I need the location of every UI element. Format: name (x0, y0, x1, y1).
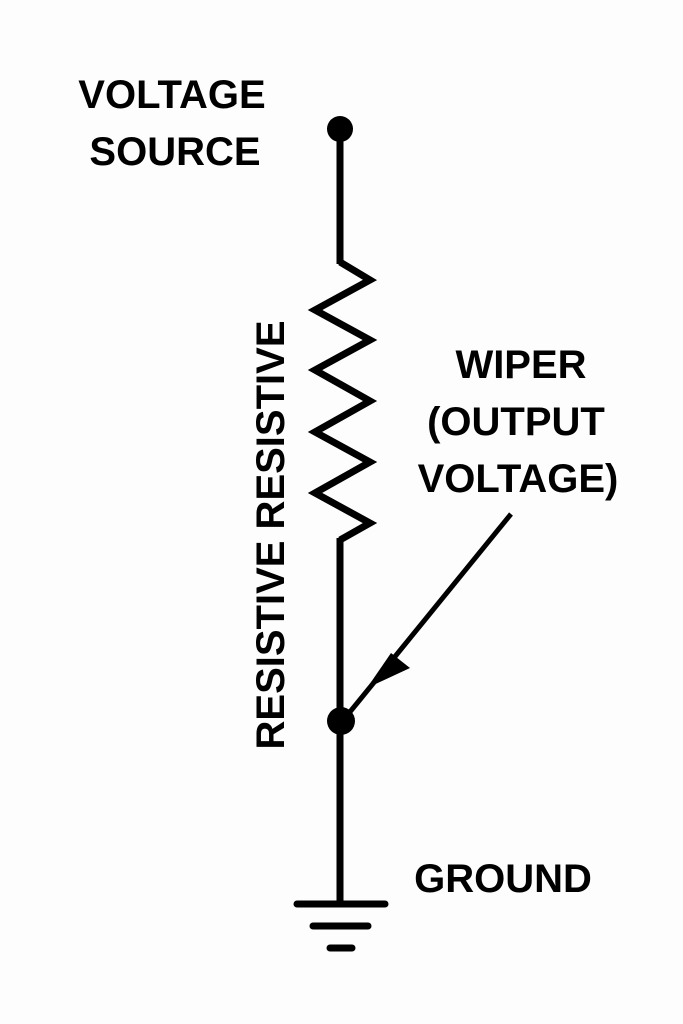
wiper-arrow-line (343, 512, 513, 720)
wiper-label-line3: VOLTAGE) (418, 457, 619, 501)
voltage-source-label-line1: VOLTAGE (78, 73, 265, 117)
ground-icon (293, 900, 389, 952)
voltage-source-label-line2: SOURCE (89, 130, 260, 174)
resistor-zigzag (307, 258, 378, 544)
ground-label: GROUND (414, 857, 592, 901)
wiper-label-line1: WIPER (455, 343, 586, 387)
resistive-label: RESISTIVE RESISTIVE (249, 320, 293, 749)
wiper-arrowhead (367, 653, 410, 688)
wiper-label-line2: (OUTPUT (427, 400, 605, 444)
